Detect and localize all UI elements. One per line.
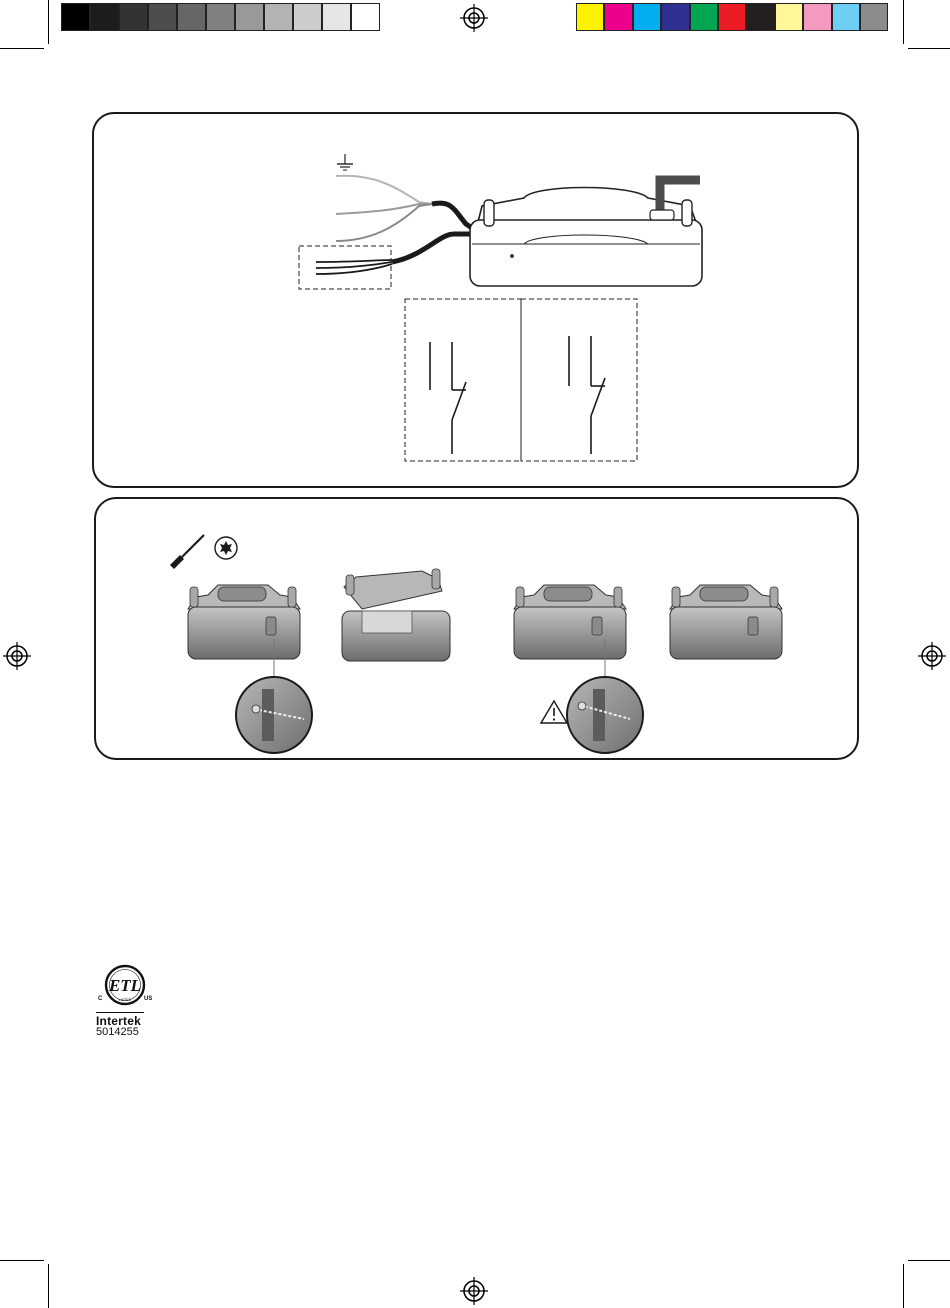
color-swatch bbox=[718, 3, 746, 31]
color-swatch bbox=[633, 3, 661, 31]
etl-arc-text: LISTED bbox=[119, 998, 132, 1002]
color-swatch bbox=[690, 3, 718, 31]
switch-box-right bbox=[521, 299, 637, 461]
color-swatch bbox=[832, 3, 860, 31]
etl-left-letter: C bbox=[98, 996, 103, 1002]
registration-mark-icon bbox=[460, 4, 488, 32]
screwdriver-icon bbox=[170, 535, 204, 569]
color-swatch bbox=[661, 3, 689, 31]
ground-symbol-icon bbox=[337, 154, 353, 170]
crop-mark bbox=[908, 1260, 950, 1261]
gray-swatch bbox=[322, 3, 351, 31]
gray-swatch bbox=[235, 3, 264, 31]
crop-mark bbox=[0, 1260, 44, 1261]
color-swatch bbox=[746, 3, 774, 31]
pump-step-1 bbox=[188, 585, 300, 659]
registration-mark-icon bbox=[918, 642, 946, 670]
crop-mark bbox=[908, 48, 950, 49]
color-swatch bbox=[803, 3, 831, 31]
pump-step-2-open bbox=[342, 569, 450, 661]
neutral-wire bbox=[336, 204, 432, 214]
gray-swatch bbox=[264, 3, 293, 31]
gray-swatch bbox=[61, 3, 90, 31]
crop-mark bbox=[903, 0, 904, 44]
gray-swatch bbox=[177, 3, 206, 31]
intertek-divider bbox=[96, 1012, 144, 1013]
intertek-certificate-number: 5014255 bbox=[96, 1026, 139, 1038]
crop-mark bbox=[0, 48, 44, 49]
etl-right-letter: US bbox=[144, 996, 152, 1002]
gray-swatch bbox=[293, 3, 322, 31]
wiring-diagram bbox=[94, 114, 861, 490]
gray-swatch bbox=[351, 3, 380, 31]
normally-closed-switch bbox=[430, 342, 466, 454]
alarm-wire bbox=[316, 260, 392, 262]
switch-box-left bbox=[405, 299, 521, 461]
registration-mark-icon bbox=[460, 1277, 488, 1305]
crop-mark bbox=[48, 0, 49, 44]
gray-swatch bbox=[119, 3, 148, 31]
ground-wire bbox=[336, 176, 432, 204]
torx-star-icon bbox=[215, 537, 237, 559]
normally-open-switch bbox=[569, 336, 605, 454]
etl-listed-logo: ETL LISTED C US bbox=[94, 964, 156, 1016]
color-swatch bbox=[604, 3, 632, 31]
pump-unit bbox=[470, 180, 702, 286]
gray-swatch bbox=[206, 3, 235, 31]
color-swatch bbox=[860, 3, 888, 31]
alarm-cable bbox=[392, 234, 478, 262]
cover-removal-panel bbox=[94, 497, 859, 760]
wiring-diagram-panel bbox=[92, 112, 859, 488]
crop-mark bbox=[903, 1264, 904, 1308]
screw-detail-zoom-1 bbox=[236, 677, 312, 753]
gray-swatch bbox=[148, 3, 177, 31]
pump-step-3 bbox=[514, 585, 626, 659]
color-swatch bbox=[775, 3, 803, 31]
etl-letters: ETL bbox=[108, 976, 141, 995]
screw-detail-zoom-2 bbox=[567, 677, 643, 753]
registration-mark-icon bbox=[3, 642, 31, 670]
warning-triangle-icon bbox=[541, 701, 567, 723]
cover-removal-illustration bbox=[96, 499, 861, 762]
color-swatch bbox=[576, 3, 604, 31]
crop-mark bbox=[48, 1264, 49, 1308]
gray-swatch bbox=[90, 3, 119, 31]
pump-step-4-closed bbox=[670, 585, 782, 659]
alarm-wire bbox=[316, 264, 392, 274]
